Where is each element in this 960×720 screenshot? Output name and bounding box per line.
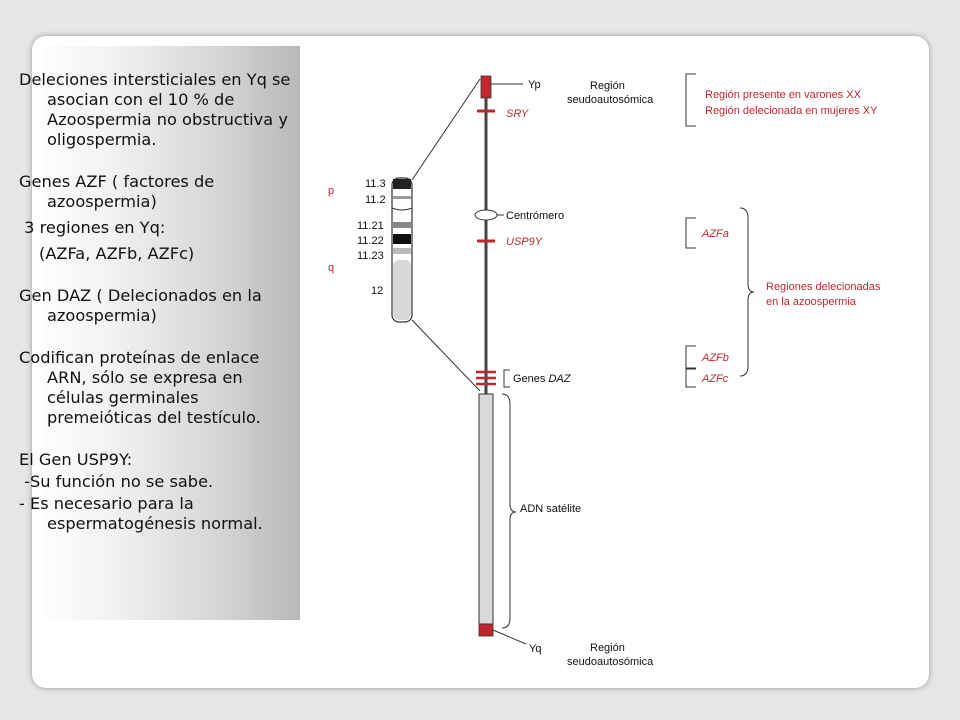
paragraph-rna-binding: Codifican proteínas de enlace ARN, sólo …	[19, 348, 261, 427]
label-region-bottom-2: seudoautosómica	[567, 656, 654, 668]
text-panel-background	[44, 46, 300, 620]
annotation-azfc: AZFc	[701, 373, 729, 385]
yq-leader	[492, 629, 527, 645]
satellite-dna-region	[478, 393, 494, 625]
band-11-2-grey	[393, 196, 411, 199]
label-satellite: ADN satélite	[520, 503, 581, 515]
pseudoautosomal-region-bottom	[478, 623, 494, 637]
connector-bottom	[411, 319, 481, 392]
y-chromosome-diagram: p q 11.3 11.2 11.21 11.22 11.23 12 Y	[328, 73, 881, 668]
band-label-11-3: 11.3	[365, 178, 386, 190]
band-label-11-23: 11.23	[357, 250, 384, 262]
annotation-deleted-regions-1: Regiones delecionadas	[766, 281, 881, 293]
label-yq: Yq	[529, 643, 541, 655]
label-usp9y: USP9Y	[506, 236, 543, 248]
label-region-top-2: seudoautosómica	[567, 94, 654, 106]
label-region-bottom-1: Región	[590, 642, 625, 654]
band-label-11-2: 11.2	[365, 194, 386, 206]
paragraph-usp9y: El Gen USP9Y:	[19, 450, 133, 469]
paragraph-function-unknown: -Su función no se sabe.	[19, 472, 214, 491]
paragraph-azf-list: (AZFa, AZFb, AZFc)	[39, 244, 195, 263]
pseudoautosomal-region-top	[480, 75, 492, 99]
paragraph-daz-gene: Gen DAZ ( Delecionados en la azoospermia…	[19, 286, 262, 325]
label-region-top-1: Región	[590, 80, 625, 92]
band-11-23-grey	[393, 248, 411, 254]
band-label-11-22: 11.22	[357, 235, 384, 247]
annotation-deleted-regions-2: en la azoospermia	[766, 296, 857, 308]
connector-top	[411, 78, 481, 181]
bullet-text-block: Deleciones intersticiales en Yq se asoci…	[19, 70, 291, 534]
band-12-light	[393, 260, 411, 320]
ideogram-centromere	[391, 207, 413, 211]
azfa-bracket	[685, 217, 696, 249]
expanded-chromosome	[474, 75, 498, 637]
deleted-regions-brace	[739, 207, 755, 377]
label-centromere: Centrómero	[506, 210, 564, 222]
y-chromosome-figure: p q 11.3 11.2 11.21 11.22 11.23 12 Y	[300, 44, 916, 684]
annotation-present-men: Región presente en varones XX	[705, 89, 862, 101]
label-genes-daz: Genes DAZ	[513, 373, 572, 385]
ideogram-arm-q: q	[328, 262, 334, 274]
paragraph-three-regions: 3 regiones en Yq:	[19, 218, 166, 237]
ideogram: p q 11.3 11.2 11.21 11.22 11.23 12	[328, 177, 413, 323]
band-11-21-grey	[393, 222, 411, 228]
daz-bracket	[503, 369, 510, 388]
annotation-deleted-women: Región delecionada en mujeres XY	[705, 105, 878, 117]
paragraph-spermatogenesis: - Es necesario para la espermatogénesis …	[19, 494, 263, 533]
label-yp: Yp	[528, 79, 541, 91]
band-11-22-dark	[393, 234, 411, 244]
band-label-11-21: 11.21	[357, 220, 384, 232]
ideogram-arm-p: p	[328, 185, 334, 197]
label-sry: SRY	[506, 108, 529, 120]
annotation-azfb: AZFb	[701, 352, 729, 364]
annotation-azfa: AZFa	[701, 228, 729, 240]
label-genes-daz-italic: DAZ	[548, 373, 571, 385]
label-genes-daz-prefix: Genes	[513, 373, 548, 385]
band-label-12: 12	[371, 285, 383, 297]
paragraph-azf-genes: Genes AZF ( factores de azoospermia)	[19, 172, 215, 211]
paragraph-deletions: Deleciones intersticiales en Yq se asoci…	[19, 70, 291, 149]
azfb-bracket	[685, 345, 696, 369]
azfc-bracket	[685, 368, 696, 388]
centromere	[474, 209, 498, 221]
satellite-brace	[501, 393, 517, 629]
pseudoautosomal-bracket	[685, 73, 696, 127]
band-11-3-dark	[393, 179, 411, 189]
